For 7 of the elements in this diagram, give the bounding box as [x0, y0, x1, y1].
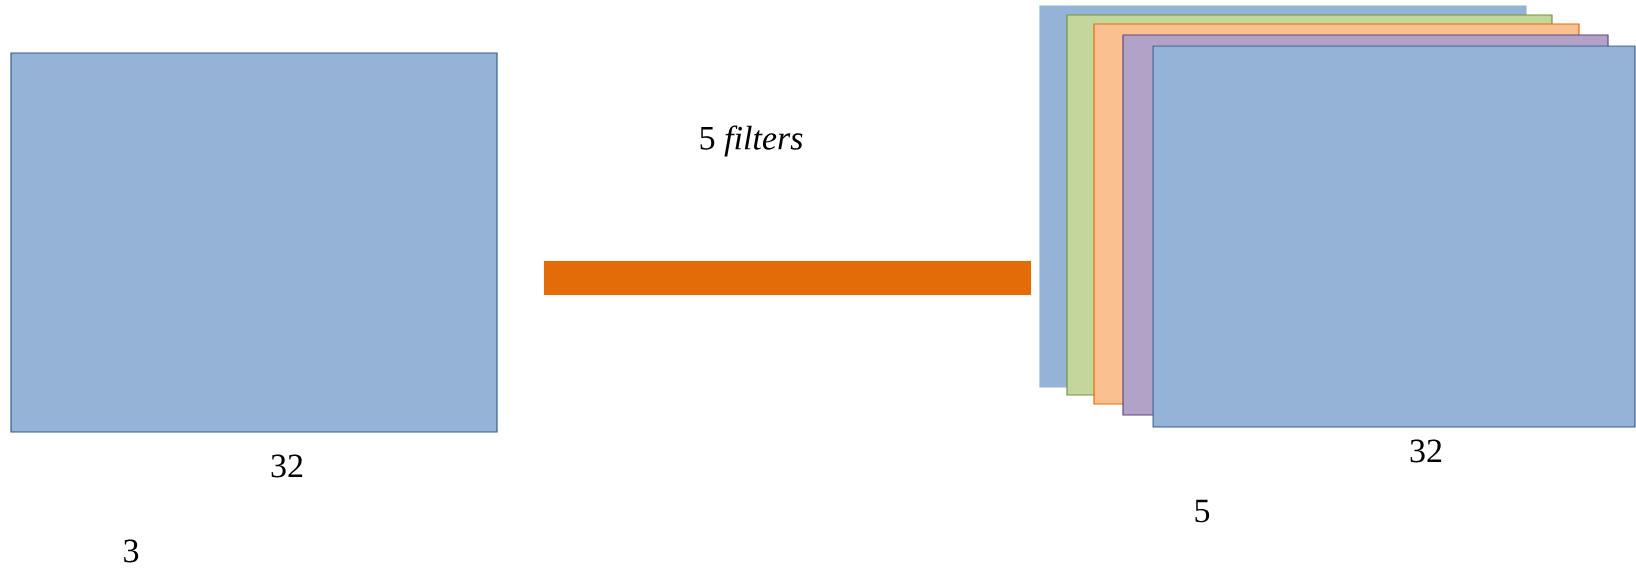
filter-count-label: 5 filters: [700, 125, 803, 157]
rectangle-box: [1152, 45, 1636, 428]
dimension-label: 32: [1410, 439, 1442, 463]
dimension-label: 5: [1195, 499, 1210, 523]
dimension-label: 3: [124, 539, 139, 563]
rectangle-box: [10, 52, 498, 433]
filter-bar: [543, 260, 1032, 296]
